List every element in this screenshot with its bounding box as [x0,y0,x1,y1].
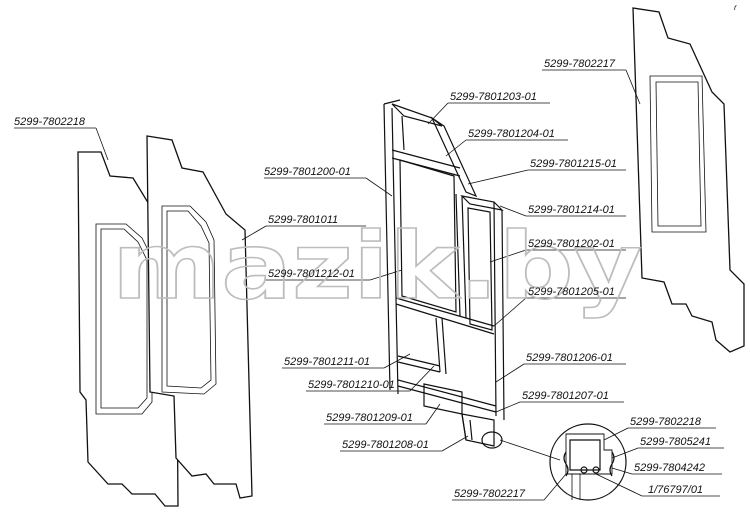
label-part-7801205: 5299-7801205-01 [528,286,615,298]
label-part-7801206: 5299-7801206-01 [526,352,613,364]
label-detail-7804242: 5299-7804242 [634,462,705,474]
label-part-7801203: 5299-7801203-01 [450,91,537,103]
label-bottom-panel-7802217: 5299-7802217 [454,488,526,500]
leader-lines [14,69,724,501]
label-part-7801215: 5299-7801215-01 [530,158,617,170]
label-part-7801208: 5299-7801208-01 [342,439,429,451]
label-part-7801202: 5299-7801202-01 [528,238,615,250]
label-part-7801212: 5299-7801212-01 [268,268,355,280]
label-part-7801209: 5299-7801209-01 [326,412,413,424]
label-part-7801211: 5299-7801211-01 [284,356,370,368]
corner-mark: r [734,3,737,12]
label-frame-assembly: 5299-7801200-01 [264,166,351,178]
right-outer-panel [632,7,745,353]
left-inner-panel [146,135,253,499]
label-part-7801204: 5299-7801204-01 [468,128,555,140]
label-detail-76797: 1/76797/01 [648,484,703,496]
central-frame [383,99,505,449]
label-detail-7802218: 5299-7802218 [630,416,702,428]
label-detail-7805241: 5299-7805241 [640,436,711,448]
label-left-outer-panel: 5299-7802218 [14,116,86,128]
label-part-7801214: 5299-7801214-01 [528,204,615,216]
label-part-7801207: 5299-7801207-01 [522,390,609,402]
section-detail [499,423,627,501]
watermark-text: mazik.by [112,213,642,320]
label-part-7801210: 5299-7801210-01 [308,379,395,391]
label-left-inner-panel: 5299-7801011 [268,214,338,226]
part-labels: 5299-7802218 5299-7801011 5299-7801212-0… [14,3,737,500]
label-right-outer-panel: 5299-7802217 [544,58,616,70]
